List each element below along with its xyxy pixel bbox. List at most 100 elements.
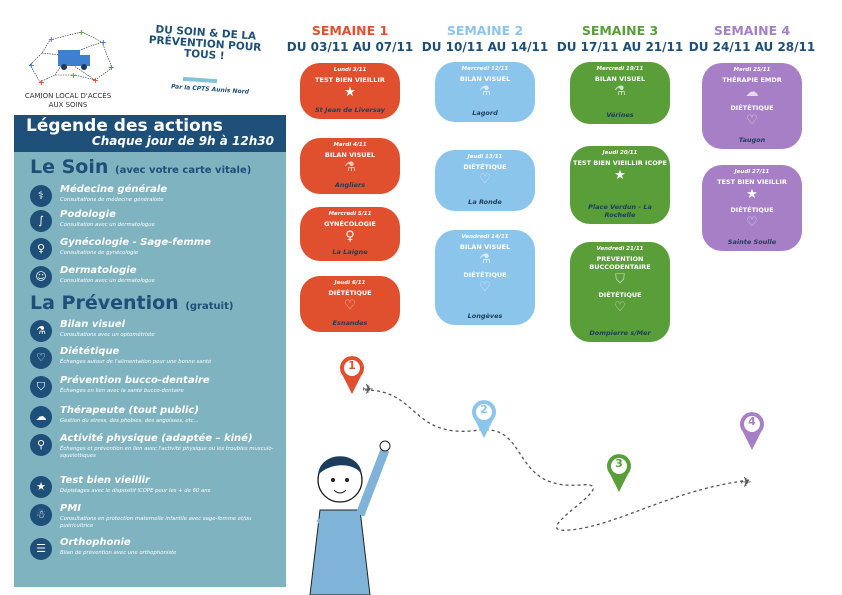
- legend-item-label: Gynécologie - Sage-femme: [60, 237, 212, 248]
- plane-icon: ✈: [362, 382, 374, 398]
- map-pin-icon: [340, 356, 364, 394]
- map-pin-1: 1: [340, 356, 364, 394]
- event-icon: ★: [344, 85, 356, 100]
- event-title: BILAN VISUEL: [459, 243, 511, 251]
- legend-item-label: Activité physique (adaptée – kiné): [60, 433, 253, 444]
- event-icon: ⛉: [615, 272, 625, 287]
- week-range: DU 24/11 AU 28/11: [688, 40, 816, 54]
- section-soin-note: (avec votre carte vitale): [115, 165, 252, 176]
- map-pin-icon: [740, 412, 764, 450]
- map-pin-number: 1: [348, 359, 356, 372]
- route-illustration: ✈ ✈: [309, 382, 752, 595]
- event-icon: ⚗: [479, 252, 491, 267]
- speech-icon: ☰: [30, 538, 52, 560]
- foot-icon: ∫: [30, 210, 52, 232]
- plane-icon: ✈: [740, 475, 752, 491]
- map-pin-number: 2: [480, 403, 488, 416]
- event-icon: ♡: [746, 215, 758, 230]
- event-icon: ♀: [345, 229, 355, 244]
- event-location: La Laigne: [332, 248, 368, 256]
- legend-item-desc: Consultations avec un optométriste: [60, 332, 155, 338]
- activity-icon: ⚲: [30, 434, 52, 456]
- svg-text:+: +: [38, 78, 45, 87]
- legend-item-desc: Échanges autour de l'alimentation pour u…: [60, 359, 212, 365]
- week-range: DU 10/11 AU 14/11: [421, 40, 549, 54]
- event-date: Jeudi 20/11: [602, 150, 638, 156]
- week-name: SEMAINE 2: [446, 23, 524, 38]
- event-title: GYNÉCOLOGIE: [324, 220, 376, 228]
- svg-text:+: +: [92, 76, 99, 85]
- event-date: Jeudi 13/11: [467, 154, 503, 160]
- event-title: DIÉTÉTIQUE: [463, 271, 507, 279]
- legend-item-label: Diététique: [60, 346, 120, 357]
- event-date: Mercredi 5/11: [328, 211, 372, 217]
- legend-item-desc: Consultations de médecine généraliste: [60, 197, 164, 203]
- event-location: Dompierre s/Mer: [589, 329, 651, 337]
- legend-item-desc: Dépistages avec le dispositif ICOPE pour…: [60, 488, 211, 494]
- legend-item-label: Prévention bucco-dentaire: [60, 375, 210, 386]
- legend-item-label: Orthophonie: [60, 537, 131, 548]
- section-prevention: La Prévention (gratuit): [30, 292, 233, 314]
- map-pin-3: 3: [607, 454, 631, 492]
- week-name: SEMAINE 1: [311, 23, 389, 38]
- event-icon: ♡: [746, 113, 758, 128]
- week-range: DU 03/11 AU 07/11: [286, 40, 414, 54]
- week-header: SEMAINE 3 DU 17/11 AU 21/11: [550, 23, 690, 54]
- event-location: La Ronde: [468, 198, 502, 206]
- legend-item-desc: Consultation avec un dermatologue: [60, 222, 155, 228]
- legend-item-label: Dermatologie: [60, 265, 137, 276]
- event-icon: ⚗: [479, 84, 491, 99]
- event-icon: ⚗: [614, 84, 626, 99]
- event-icon: ♡: [614, 300, 626, 315]
- legend-item-desc: Échanges et prévention en lien avec l'ac…: [60, 446, 274, 459]
- baby-icon: ☃: [30, 504, 52, 526]
- legend-item-desc: Gestion du stress, des phobies, des ango…: [60, 418, 199, 424]
- stethoscope-icon: ⚕: [30, 185, 52, 207]
- legend-item-label: Thérapeute (tout public): [60, 405, 199, 416]
- legend-item-desc: Consultations en protection maternelle i…: [60, 516, 252, 529]
- week-header: SEMAINE 2 DU 10/11 AU 14/11: [415, 23, 555, 54]
- event-title: TEST BIEN VIEILLIR ICOPE: [573, 159, 667, 167]
- legend-item-desc: Consultation avec un dermatologue: [60, 278, 155, 284]
- event-icon: ♡: [479, 280, 491, 295]
- legend-item-label: Médecine générale: [60, 184, 168, 195]
- event-title: BILAN VISUEL: [324, 151, 376, 159]
- map-pin-number: 3: [615, 457, 623, 470]
- legend-item: ⚲ Activité physique (adaptée – kiné) Échan…: [30, 433, 285, 460]
- event-icon: ☁: [745, 85, 759, 100]
- event-date: Mardi 4/11: [333, 142, 367, 148]
- legend-title: Légende des actions: [26, 116, 223, 136]
- microscope-icon: ⚗: [30, 320, 52, 342]
- week-name: SEMAINE 3: [581, 23, 659, 38]
- event-location: Sainte Soulle: [727, 238, 777, 246]
- legend-item-label: Bilan visuel: [60, 319, 126, 330]
- map-pin-icon: [607, 454, 631, 492]
- legend-header: Légende des actions Chaque jour de 9h à …: [14, 115, 286, 152]
- event-icon: ⚗: [344, 160, 356, 175]
- event-location: Esnandes: [332, 319, 368, 327]
- section-prevention-note: (gratuit): [185, 301, 234, 312]
- week-header: SEMAINE 1 DU 03/11 AU 07/11: [280, 23, 420, 54]
- week-range: DU 17/11 AU 21/11: [556, 40, 684, 54]
- event-icon: ♡: [479, 172, 491, 187]
